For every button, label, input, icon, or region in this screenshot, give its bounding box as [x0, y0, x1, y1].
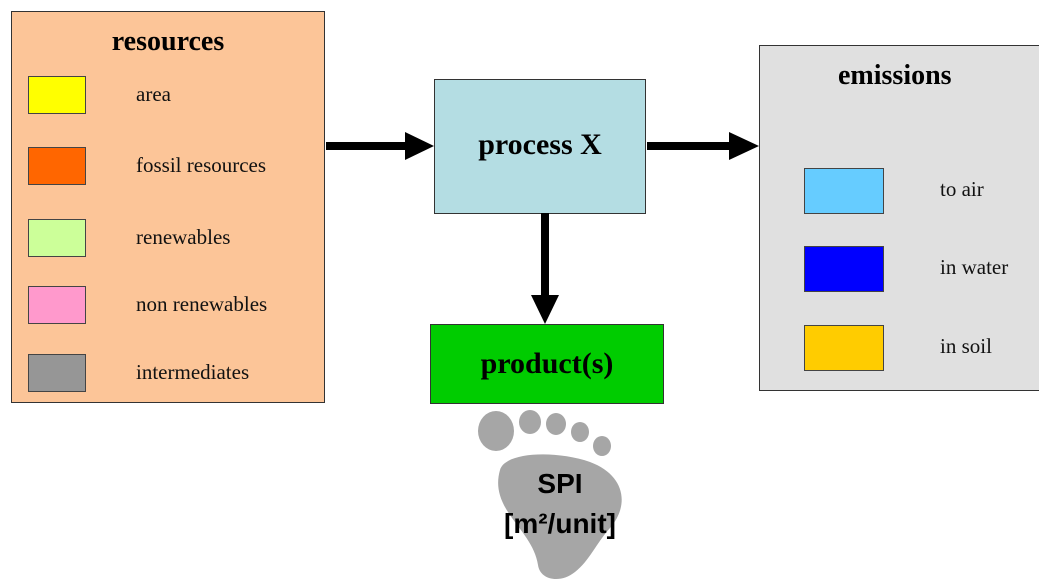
in-water-swatch	[804, 246, 884, 292]
legend-label: fossil resources	[136, 153, 267, 177]
legend-label: intermediates	[136, 360, 250, 384]
legend-item-in-water: in water	[804, 246, 1039, 292]
legend-label: non renewables	[136, 292, 268, 316]
resources-title: resources	[111, 26, 225, 57]
renewables-swatch	[28, 219, 86, 257]
legend-item-renewables: renewables	[28, 219, 318, 257]
process-label: process X	[478, 128, 602, 161]
legend-label: renewables	[136, 225, 231, 249]
intermediates-swatch	[28, 354, 86, 392]
to-air-swatch	[804, 168, 884, 214]
legend-item-fossil-resources: fossil resources	[28, 147, 318, 185]
legend-item-in-soil: in soil	[804, 325, 1039, 371]
arrow-process-to-product	[531, 213, 559, 324]
arrow-resources-to-process	[326, 132, 434, 160]
legend-item-to-air: to air	[804, 168, 1039, 214]
legend-item-intermediates: intermediates	[28, 354, 318, 392]
legend-label: in water	[940, 255, 1009, 279]
legend-label: to air	[940, 177, 984, 201]
product-box: product(s)	[430, 324, 664, 404]
resources-panel: resources area fossil resources renewabl…	[11, 11, 325, 403]
spi-unit: [m²/unit]	[504, 508, 616, 539]
legend-item-area: area	[28, 76, 318, 114]
legend-item-non-renewables: non renewables	[28, 286, 318, 324]
in-soil-swatch	[804, 325, 884, 371]
non-renewables-swatch	[28, 286, 86, 324]
emissions-panel: emissions to air in water in soil	[759, 45, 1039, 391]
arrow-process-to-emissions	[647, 132, 759, 160]
process-box: process X	[434, 79, 646, 214]
legend-label: in soil	[940, 334, 992, 358]
fossil-resources-swatch	[28, 147, 86, 185]
emissions-title: emissions	[838, 60, 952, 91]
product-label: product(s)	[480, 347, 614, 380]
spi-label: SPI	[537, 468, 583, 499]
legend-label: area	[136, 82, 171, 106]
area-swatch	[28, 76, 86, 114]
